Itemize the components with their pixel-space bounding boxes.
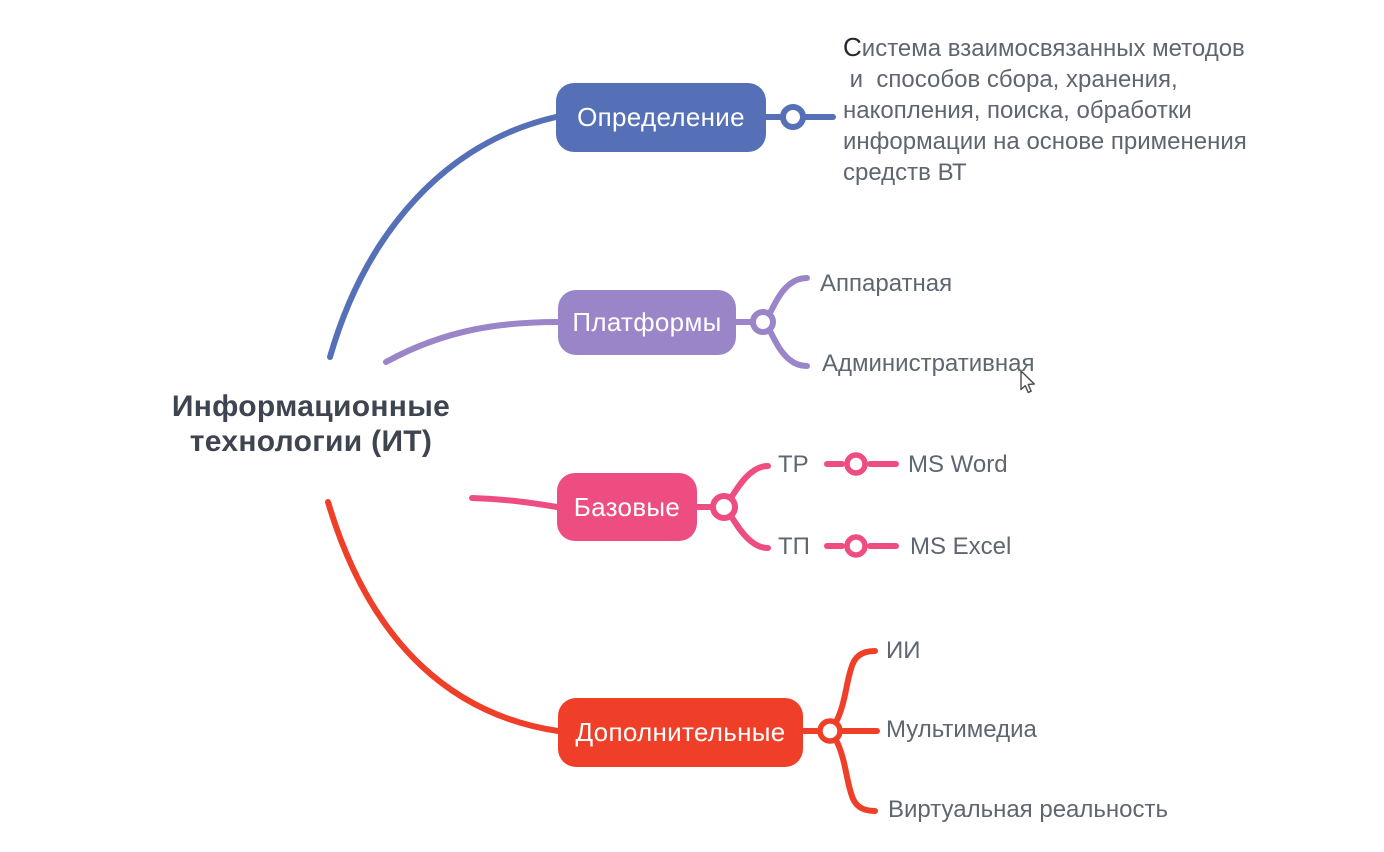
basic-leaf-tp[interactable]: ТП	[778, 533, 810, 560]
basic-leaf-ms-excel[interactable]: MS Excel	[910, 533, 1012, 560]
node-definition-label: Определение	[577, 102, 745, 132]
connector-dot	[750, 309, 776, 335]
connector-dot	[844, 452, 868, 476]
basic-leaf-tr[interactable]: ТР	[778, 451, 809, 478]
node-platforms-label: Платформы	[572, 307, 722, 337]
node-basic[interactable]: Базовые	[557, 473, 697, 541]
additional-leaf-ai[interactable]: ИИ	[886, 637, 921, 664]
additional-branch-curve	[325, 499, 561, 734]
additional-leaf-virtual-reality[interactable]: Виртуальная реальность	[888, 796, 1168, 823]
node-platforms[interactable]: Платформы	[558, 290, 736, 355]
additional-branch-lines	[325, 499, 880, 814]
platforms-leaf-administrative[interactable]: Административная	[822, 350, 1035, 377]
platforms-child-curve-down	[766, 326, 810, 369]
root-node[interactable]: Информационные технологии (ИТ)	[171, 390, 451, 458]
node-additional[interactable]: Дополнительные	[558, 698, 803, 767]
basic-branch-lines	[469, 452, 899, 558]
platforms-branch-lines	[383, 275, 810, 369]
definition-branch-curve	[327, 114, 559, 360]
basic-branch-curve	[469, 495, 560, 510]
additional-leaf-multimedia[interactable]: Мультимедиа	[886, 716, 1037, 743]
node-definition[interactable]: Определение	[556, 83, 766, 152]
basic-child-curve-down	[728, 513, 771, 551]
basic-child-curve-up	[728, 463, 771, 501]
connector-dot	[844, 534, 868, 558]
node-basic-label: Базовые	[573, 491, 681, 522]
platforms-leaf-hardware[interactable]: Аппаратная	[820, 270, 953, 297]
mouse-cursor-icon	[1020, 370, 1035, 394]
connector-dot	[780, 104, 806, 130]
additional-child-curve-down	[833, 737, 878, 814]
definition-branch-lines	[327, 104, 836, 360]
additional-child-curve-up	[833, 648, 878, 725]
node-additional-label: Дополнительные	[575, 717, 786, 747]
basic-leaf-ms-word[interactable]: MS Word	[908, 451, 1008, 478]
connector-dot	[817, 718, 843, 744]
platforms-child-curve-up	[766, 275, 810, 318]
connector-dot	[710, 493, 738, 521]
definition-note[interactable]: Система взаимосвязанных методов и способ…	[843, 32, 1247, 186]
platforms-branch-curve	[383, 319, 561, 365]
